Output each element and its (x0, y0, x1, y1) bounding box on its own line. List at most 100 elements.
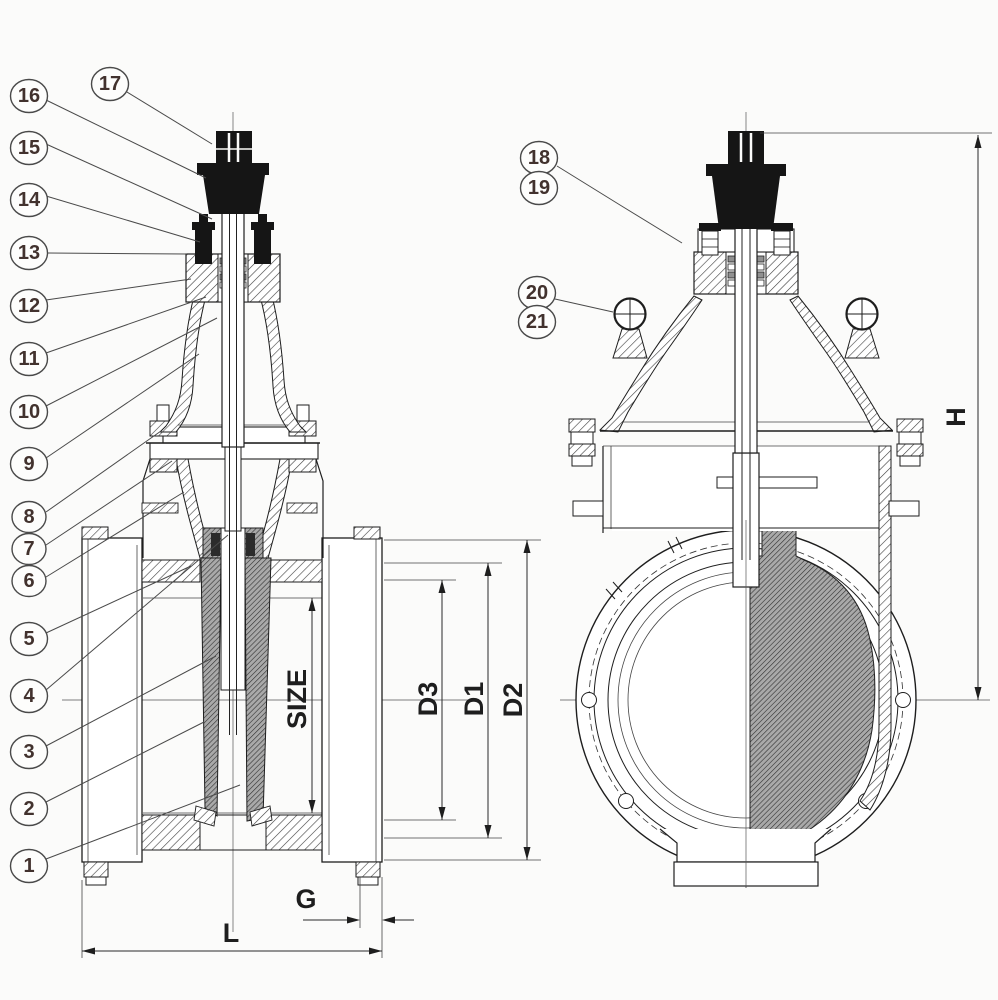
callout-number: 6 (23, 570, 34, 592)
callout-17: 17 (90, 66, 130, 102)
callout-number: 13 (18, 242, 40, 264)
left-view-section (62, 112, 478, 932)
dimension-d1: D1 (459, 563, 492, 838)
rim-notch (605, 581, 623, 600)
operating-nut (706, 131, 786, 229)
bonnet-bolt-right (896, 418, 924, 467)
callout-20: 20 (517, 275, 557, 311)
callout-number: 11 (18, 348, 39, 370)
guide-bar (716, 476, 818, 489)
callout-6: 6 (11, 564, 47, 598)
leader-16 (45, 99, 207, 179)
leader-2 (45, 721, 205, 803)
callout-number: 21 (526, 311, 548, 333)
wedge-stem-slot (220, 527, 246, 691)
h-label: H (941, 407, 971, 427)
callout-number: 1 (23, 855, 34, 877)
seat-ring-left (193, 805, 217, 827)
callout-number: 4 (23, 685, 35, 707)
dimension-d3: D3 (413, 580, 446, 820)
callout-8: 8 (11, 500, 47, 534)
callout-7: 7 (11, 532, 47, 566)
seat-ring-right (249, 805, 273, 827)
leader-7 (45, 460, 173, 546)
flange-bolt-nut (85, 876, 107, 886)
leader-17 (126, 91, 213, 145)
callout-16: 16 (9, 78, 49, 114)
right-flange (321, 526, 383, 886)
bonnet-bolt-left (568, 418, 596, 467)
leader-5 (45, 565, 192, 634)
callout-4: 4 (9, 678, 49, 714)
eyebolt-right (844, 297, 880, 359)
bonnet-wall-right (259, 295, 308, 433)
callout-18: 18 (519, 140, 559, 176)
callout-number: 19 (528, 177, 550, 199)
stem (221, 133, 245, 735)
callout-number: 2 (23, 798, 34, 820)
callout-number: 16 (18, 85, 40, 107)
size-label: SIZE (282, 669, 312, 729)
leader-15 (45, 143, 213, 220)
callout-19: 19 (519, 170, 559, 206)
callout-14: 14 (9, 182, 49, 218)
callout-number: 14 (18, 189, 41, 211)
callout-number: 3 (23, 741, 34, 763)
callout-number: 10 (18, 401, 40, 423)
gusset-left (572, 500, 604, 517)
right-view (560, 112, 990, 888)
callout-9: 9 (9, 446, 49, 482)
leader-8 (45, 430, 162, 513)
dimension-h: H (760, 132, 992, 700)
leader-3 (45, 655, 217, 747)
callout-number: 7 (23, 538, 34, 560)
leader-1 (45, 784, 241, 860)
callout-11: 11 (9, 341, 49, 377)
bonnet-bell (568, 295, 924, 467)
g-label: G (295, 884, 316, 914)
leader-13 (47, 252, 188, 255)
bottom-foot (659, 828, 832, 887)
body-flange-strip (286, 502, 318, 514)
gland-bolt-right (771, 223, 793, 256)
stem-nut (211, 533, 220, 556)
callout-2: 2 (9, 791, 49, 827)
callout-15: 15 (9, 130, 49, 166)
l-label: L (223, 918, 240, 948)
d2-label: D2 (498, 683, 528, 718)
flange-lip (353, 526, 381, 540)
body-wall-section (859, 445, 892, 811)
dimension-g: G (295, 877, 414, 958)
body-flange-strip (141, 502, 179, 514)
callout-number: 5 (23, 628, 34, 650)
callout-number: 9 (23, 453, 34, 475)
gusset-right (888, 500, 920, 517)
gland-bolts (192, 214, 274, 264)
wedge-right-band (244, 557, 272, 822)
callout-number: 20 (526, 282, 548, 304)
leader-18-19 (556, 165, 683, 244)
callout-13: 13 (9, 235, 49, 271)
gate-wedge (193, 527, 273, 827)
callout-3: 3 (9, 734, 49, 770)
callout-5: 5 (9, 621, 49, 657)
callout-number: 15 (18, 137, 40, 159)
dimension-l: L (81, 880, 382, 958)
body-pipe-walls (141, 559, 323, 851)
callouts: 1 2 3 4 5 6 7 8 9 10 11 12 13 14 15 16 1… (9, 66, 683, 884)
callout-number: 17 (99, 73, 121, 95)
left-flange (81, 526, 143, 886)
callout-21: 21 (517, 304, 557, 340)
leader-20-21 (554, 298, 614, 313)
dimension-d2: D2 (498, 540, 531, 860)
stem-nut (246, 533, 255, 556)
callout-number: 8 (23, 506, 34, 528)
leader-11 (45, 296, 207, 354)
callout-number: 18 (528, 147, 550, 169)
d1-label: D1 (459, 682, 489, 717)
leader-12 (45, 278, 192, 301)
rim-notch (667, 536, 683, 554)
leader-9 (45, 353, 200, 459)
